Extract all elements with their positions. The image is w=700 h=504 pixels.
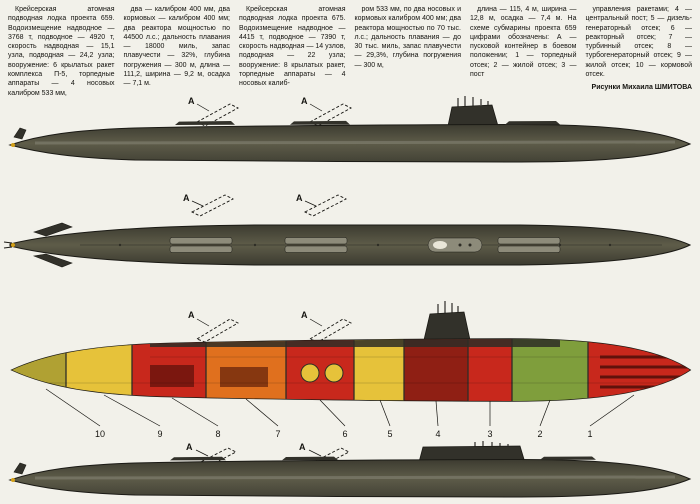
submarine-hull: [8, 123, 692, 163]
reactor-vessel: [300, 363, 320, 383]
number-leader-line: [319, 399, 346, 427]
compartment-1-torpedo: [588, 339, 690, 401]
text-column-4: ром 533 мм, по два носовых и кормовых ка…: [355, 5, 462, 98]
compartment-number-9: 9: [157, 429, 162, 439]
intro-columns: Крейсерская атомная подводная лодка прое…: [8, 5, 692, 98]
marker-leader-line: [309, 103, 323, 112]
container-marker-a: А: [188, 96, 195, 106]
hull-highlight-line: [34, 140, 676, 145]
compartment-10-stern: [12, 339, 66, 401]
number-leader-line: [103, 394, 161, 427]
launch-container-dashed-outline: [191, 194, 234, 217]
marker-leader-line: [195, 449, 209, 457]
text-column-6: управления ракетами; 4 — центральный пос…: [586, 5, 693, 98]
hull-highlight-line: [34, 475, 676, 480]
container-marker-a: А: [296, 193, 303, 203]
stowed-container-bumps: [175, 120, 560, 125]
compartment-number-5: 5: [387, 429, 392, 439]
marker-leader-line: [196, 318, 210, 327]
intro-paragraph: Крейсерская атомная подводная лодка прое…: [8, 6, 115, 97]
stowed-container-bumps: [170, 456, 596, 461]
figure-side-view-659: А А: [8, 96, 692, 163]
text-column-1: Крейсерская атомная подводная лодка прое…: [8, 5, 115, 98]
intro-paragraph: Крейсерская атомная подводная лодка прое…: [239, 6, 346, 88]
compartment-number-3: 3: [487, 429, 492, 439]
stowed-containers-deck-band: [150, 339, 560, 347]
compartment-3-missile-control: [468, 339, 512, 401]
intro-paragraph: длина — 115, 4 м, ширина — 12,8 м, осадк…: [470, 6, 577, 79]
number-leader-line: [171, 397, 219, 427]
propeller-shafts: [3, 241, 13, 249]
compartment-number-7: 7: [275, 429, 280, 439]
stern-rudder-fin: [13, 127, 27, 140]
number-leader-line: [589, 394, 635, 427]
marker-leader-line: [308, 449, 322, 457]
number-leader-line: [379, 399, 391, 427]
number-leader-line: [245, 398, 279, 427]
number-leader-line: [539, 399, 551, 427]
launch-container-dashed-outline: [304, 194, 347, 217]
artist-credit: Рисунки Михаила ШМИТОВА: [591, 84, 692, 92]
stern-planes: [32, 222, 73, 268]
compartment-number-callouts: 10 9 8 7 6 5 4 3 2 1: [45, 388, 635, 439]
figure-side-view-675: А А: [8, 441, 692, 498]
container-hatches: [169, 237, 561, 253]
sail-bright-spot: [433, 241, 447, 249]
launch-container-dashed-outline: [195, 318, 239, 343]
compartment-2-living: [512, 339, 588, 401]
figure-top-view: А А: [3, 193, 692, 268]
bulkhead-lines: [65, 339, 589, 401]
conning-tower-sail: [447, 104, 499, 127]
intro-paragraph: управления ракетами; 4 — центральный пос…: [585, 6, 693, 79]
stern-marking-dot: [11, 243, 15, 247]
turbine-block: [150, 365, 194, 387]
sail-masts: [437, 301, 459, 314]
compartment-fills: [12, 339, 690, 401]
compartment-number-8: 8: [215, 429, 220, 439]
stern-rudder-fin: [13, 462, 27, 475]
deck-hatch-dots: [118, 243, 612, 247]
container-marker-a: А: [301, 310, 308, 320]
submarine-hull: [8, 458, 692, 498]
sail-plan-view: [427, 237, 483, 253]
container-marker-a: А: [188, 310, 195, 320]
raised-container-annotations: А А: [188, 310, 352, 343]
text-column-5: длина — 115, 4 м, ширина — 12,8 м, осадк…: [470, 5, 577, 98]
marker-leader-line: [196, 103, 210, 112]
launch-container-dashed-outline: [308, 318, 352, 343]
stern-marking-dot: [11, 143, 15, 147]
figure-cutaway-659: А А: [10, 301, 692, 439]
compartment-number-2: 2: [537, 429, 542, 439]
compartment-number-4: 4: [435, 429, 440, 439]
compartment-number-6: 6: [342, 429, 347, 439]
sail-masts: [457, 96, 489, 107]
text-column-3: Крейсерская атомная подводная лодка прое…: [239, 5, 346, 98]
interior-deck-lines: [20, 356, 685, 384]
container-marker-a: А: [299, 442, 306, 452]
compartment-5-diesel-generator: [354, 339, 404, 401]
reactor-vessel: [324, 363, 344, 383]
marker-leader-line: [304, 200, 317, 207]
intro-paragraph: ром 533 мм, по два носовых и кормовых ка…: [354, 6, 462, 69]
compartment-number-1: 1: [587, 429, 592, 439]
conning-tower-sail: [423, 311, 471, 341]
turbine-block: [220, 367, 268, 387]
marker-leader-line: [309, 318, 323, 327]
compartment-9-living: [66, 339, 132, 401]
container-marker-a: А: [301, 96, 308, 106]
text-column-2: два — калибром 400 мм, два кормовых — ка…: [124, 5, 231, 98]
number-leader-line: [45, 388, 101, 427]
container-marker-a: А: [186, 442, 193, 452]
marker-leader-line: [191, 200, 204, 207]
container-marker-a: А: [183, 193, 190, 203]
raised-container-annotations: А А: [183, 193, 347, 217]
intro-paragraph: два — калибром 400 мм, два кормовых — ка…: [123, 6, 231, 88]
stern-marking-dot: [11, 478, 15, 482]
number-leader-line: [435, 400, 439, 427]
compartment-number-10: 10: [95, 429, 105, 439]
compartment-6-reactor: [286, 339, 354, 401]
compartment-4-central-post: [404, 339, 468, 401]
